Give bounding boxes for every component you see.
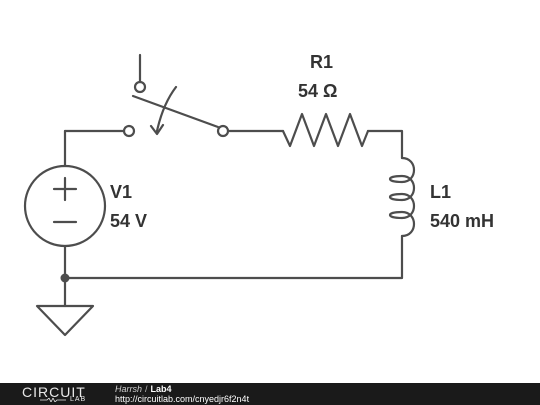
switch-arrow-head [149, 123, 165, 136]
logo-lab-text: LAB [70, 396, 87, 403]
junction-node [60, 273, 70, 283]
wire-right-bottom [63, 234, 404, 280]
author-line: Harrsh/Lab4 [115, 384, 172, 394]
inductor-name-label: L1 [430, 182, 451, 202]
circuit-url-link[interactable]: http://circuitlab.com/cnyedjr6f2n4t [115, 394, 250, 404]
logo-circuit-text: CIRCUIT [22, 384, 86, 400]
switch-contact-left [122, 124, 136, 138]
path-separator: / [145, 384, 148, 394]
logo-resistor-icon [40, 398, 66, 402]
inductor-value-label: 540 mH [430, 211, 494, 231]
voltage-source-name-label: V1 [110, 182, 132, 202]
circuit-title[interactable]: Lab4 [150, 384, 172, 394]
voltage-source-value-label: 54 V [110, 211, 147, 231]
switch-arrow-arc [155, 85, 178, 133]
switch-pivot-terminal [133, 80, 147, 94]
switch-blade [131, 94, 220, 129]
resistor-value-label: 54 Ω [298, 81, 337, 101]
author-name[interactable]: Harrsh [115, 384, 143, 394]
ground-symbol [35, 304, 95, 337]
resistor-symbol [281, 112, 370, 148]
wire-resistor-to-inductor [366, 129, 404, 160]
plus-sign [52, 176, 78, 202]
footer-bar: CIRCUIT LAB Harrsh/Lab4 http://circuitla… [0, 383, 540, 405]
switch-contact-right [216, 124, 230, 138]
inductor-symbol [388, 156, 416, 238]
resistor-name-label: R1 [310, 52, 333, 72]
